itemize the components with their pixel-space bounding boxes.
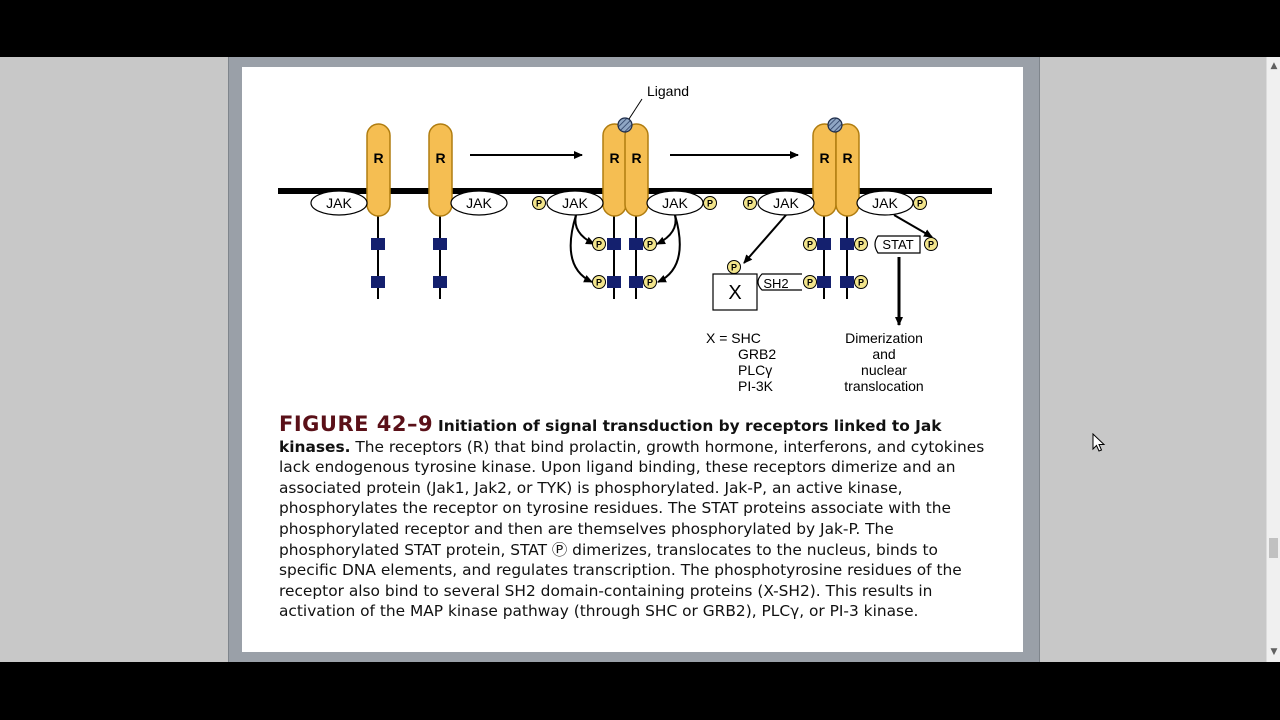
svg-text:P: P xyxy=(858,278,864,288)
receptor-2 xyxy=(428,123,453,217)
receptor-4a xyxy=(812,123,837,217)
phosphate: P xyxy=(643,237,657,251)
jak-label: JAK xyxy=(326,195,352,211)
figure-title: Initiation of signal transduction by rec… xyxy=(279,417,942,456)
x-list-item: PI-3K xyxy=(738,378,774,394)
phosphate: P xyxy=(924,237,938,251)
phosphate: P xyxy=(854,237,868,251)
phosphate: P xyxy=(743,196,757,210)
receptor-label: R xyxy=(435,150,445,166)
svg-text:P: P xyxy=(731,263,737,273)
receptor-1 xyxy=(366,123,391,217)
tyrosine-residues xyxy=(371,238,854,288)
document-page: R R R R R R Ligand xyxy=(242,67,1023,652)
x-protein-list: X = SHC GRB2 PLCγ PI-3K xyxy=(706,330,776,394)
document-viewer: R R R R R R Ligand xyxy=(0,57,1280,662)
phosphate: P xyxy=(643,275,657,289)
x-protein-box xyxy=(712,273,758,311)
svg-text:P: P xyxy=(807,278,813,288)
jak-label: JAK xyxy=(872,195,898,211)
receptor-3a xyxy=(602,123,627,217)
svg-text:P: P xyxy=(917,199,923,209)
phosphorylation-arrows xyxy=(569,214,933,326)
jak-proteins xyxy=(310,190,914,216)
vertical-scrollbar[interactable]: ▲ ▼ xyxy=(1266,57,1280,662)
ligand-label: Ligand xyxy=(647,83,689,99)
svg-text:P: P xyxy=(596,240,602,250)
scrollbar-thumb[interactable] xyxy=(1269,538,1278,558)
receptors xyxy=(366,123,860,217)
figure-caption-body: The receptors (R) that bind prolactin, g… xyxy=(279,437,985,621)
figure-label: FIGURE 42–9 xyxy=(279,412,434,436)
phosphate: P xyxy=(727,260,741,274)
receptor-label: R xyxy=(631,150,641,166)
phosphate: P xyxy=(532,196,546,210)
sh2-domain xyxy=(757,273,802,291)
phosphate-groups: P P P P P P P P P P P P P P xyxy=(532,196,938,289)
figure-caption: FIGURE 42–9 Initiation of signal transdu… xyxy=(279,414,999,622)
x-list-item: X = SHC xyxy=(706,330,761,346)
outcome-line: and xyxy=(872,346,895,362)
receptor-4b xyxy=(835,123,860,217)
stat-protein xyxy=(874,235,921,254)
receptor-label: R xyxy=(609,150,619,166)
outcome-text: Dimerization and nuclear translocation xyxy=(844,330,923,394)
receptor-labels: R R R R R R xyxy=(373,150,852,166)
phosphate: P xyxy=(913,196,927,210)
jak-label: JAK xyxy=(662,195,688,211)
jak-label: JAK xyxy=(466,195,492,211)
x-list-item: GRB2 xyxy=(738,346,776,362)
phosphate: P xyxy=(854,275,868,289)
ligand xyxy=(827,117,843,133)
svg-text:P: P xyxy=(807,240,813,250)
x-protein-label: X xyxy=(728,282,741,304)
svg-text:P: P xyxy=(647,278,653,288)
scroll-down-icon[interactable]: ▼ xyxy=(1270,647,1278,657)
outcome-line: Dimerization xyxy=(845,330,923,346)
receptor-3b xyxy=(624,123,649,217)
ligand xyxy=(617,117,633,133)
pointer-arrow-icon xyxy=(1092,433,1106,452)
svg-text:P: P xyxy=(536,199,542,209)
scroll-up-icon[interactable]: ▲ xyxy=(1270,61,1278,71)
svg-text:P: P xyxy=(858,240,864,250)
jak-labels: JAK JAK JAK JAK JAK JAK xyxy=(326,195,898,211)
phosphate: P xyxy=(703,196,717,210)
jak-label: JAK xyxy=(562,195,588,211)
svg-text:P: P xyxy=(928,240,934,250)
outcome-line: nuclear xyxy=(861,362,907,378)
ligand-pointer xyxy=(628,98,643,120)
svg-text:P: P xyxy=(647,240,653,250)
phosphate: P xyxy=(592,275,606,289)
stat-label: STAT xyxy=(882,237,913,252)
signal-transduction-diagram: R R R R R R Ligand xyxy=(278,83,992,394)
svg-text:P: P xyxy=(596,278,602,288)
x-list-item: PLCγ xyxy=(738,362,772,378)
receptor-label: R xyxy=(373,150,383,166)
phosphate: P xyxy=(803,275,817,289)
svg-text:P: P xyxy=(747,199,753,209)
phosphate: P xyxy=(803,237,817,251)
outcome-line: translocation xyxy=(844,378,923,394)
receptor-label: R xyxy=(819,150,829,166)
sh2-label: SH2 xyxy=(763,276,788,291)
receptor-label: R xyxy=(842,150,852,166)
jak-label: JAK xyxy=(773,195,799,211)
svg-text:P: P xyxy=(707,199,713,209)
phosphate: P xyxy=(592,237,606,251)
